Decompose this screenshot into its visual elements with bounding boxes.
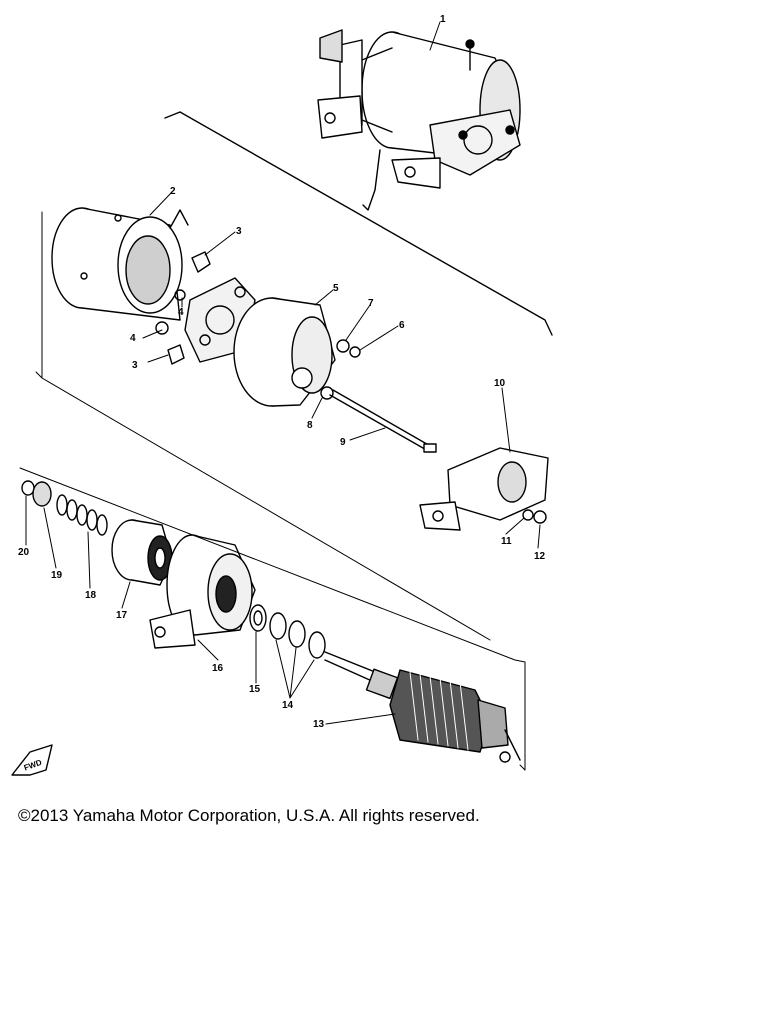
front-housing	[149, 534, 256, 649]
screw-washers	[320, 339, 361, 400]
washer	[249, 604, 267, 632]
stopper-collar	[32, 481, 52, 507]
callout-5: 5	[333, 283, 339, 294]
callout-1: 1	[440, 14, 446, 25]
callout-labels: 1 2 3 4 3 4 5 6 7 8 9 10 11 12 13 14 15 …	[18, 14, 546, 772]
callout-11: 11	[501, 536, 512, 547]
brush-set	[155, 251, 211, 365]
callout-20: 20	[18, 547, 30, 558]
callout-10: 10	[494, 378, 506, 389]
callout-9: 9	[340, 437, 346, 448]
exploded-parts-diagram: 1 2 3 4 3 4 5 6 7 8 9 10 11 12 13 14 15 …	[11, 14, 553, 776]
callout-15: 15	[249, 684, 261, 695]
spring	[56, 494, 108, 536]
callout-14: 14	[282, 700, 294, 711]
callout-3b: 3	[132, 360, 138, 371]
callout-19: 19	[51, 570, 63, 581]
forward-arrow-icon	[11, 744, 53, 776]
callout-3: 3	[236, 226, 242, 237]
callout-18: 18	[85, 590, 97, 601]
armature	[324, 651, 521, 763]
callout-8: 8	[307, 420, 313, 431]
callout-4: 4	[130, 333, 136, 344]
callout-2: 2	[170, 186, 176, 197]
copyright-notice: ©2013 Yamaha Motor Corporation, U.S.A. A…	[18, 806, 480, 825]
nut-washer	[522, 509, 547, 524]
callout-13: 13	[313, 719, 325, 730]
callout-16: 16	[212, 663, 224, 674]
yoke-housing	[51, 207, 189, 321]
callout-7: 7	[368, 298, 374, 309]
circlip	[21, 480, 35, 496]
end-cover	[233, 297, 336, 407]
bracket	[419, 447, 549, 531]
starter-motor-assembly	[317, 29, 521, 189]
callout-12: 12	[534, 551, 546, 562]
through-bolt	[329, 389, 437, 453]
callout-6: 6	[399, 320, 405, 331]
shims	[269, 612, 326, 659]
callout-4b: 4	[178, 307, 184, 318]
clutch-assembly	[111, 519, 173, 586]
callout-17: 17	[116, 610, 128, 621]
